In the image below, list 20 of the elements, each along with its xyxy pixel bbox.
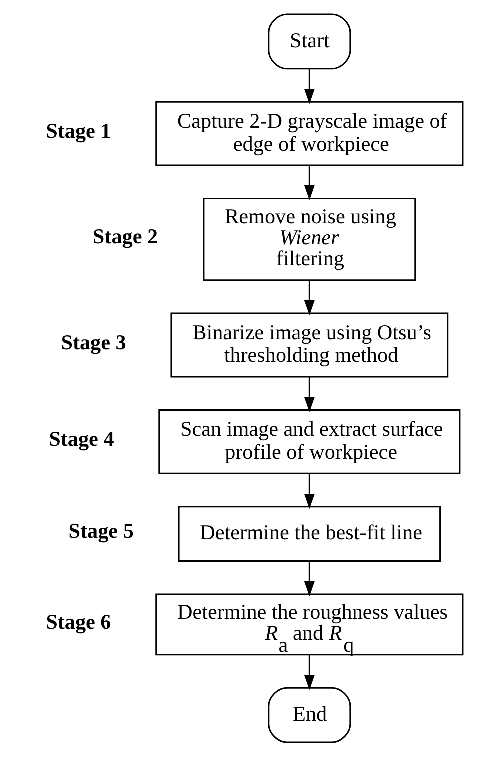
node-label: Stage 5 [68, 519, 134, 544]
node-label: Stage 1 [46, 118, 111, 143]
node-label: Stage 3 [60, 330, 126, 354]
arrow [304, 655, 314, 690]
node-label: Stage 2 [92, 224, 158, 249]
arrow [304, 69, 314, 104]
node-box: Capture 2-D grayscale image of edge of workpiece [155, 101, 464, 166]
node-box: Determine the best-fit line [178, 506, 441, 562]
node-label: Stage 6 [46, 610, 111, 634]
arrow [304, 561, 314, 596]
node-box: Remove noise using Wiener filtering [202, 198, 416, 282]
arrow [304, 166, 314, 200]
node-box: End [268, 687, 351, 744]
node-box: Start [268, 14, 351, 70]
node-box: Scan image and extract surface profile of workpiece [158, 409, 460, 474]
arrow [304, 280, 314, 316]
arrow [304, 377, 314, 412]
node-label: Stage 4 [48, 427, 114, 452]
arrow [304, 474, 314, 510]
node-box: Binarize image using Otsu’s thresholding method [170, 312, 448, 378]
